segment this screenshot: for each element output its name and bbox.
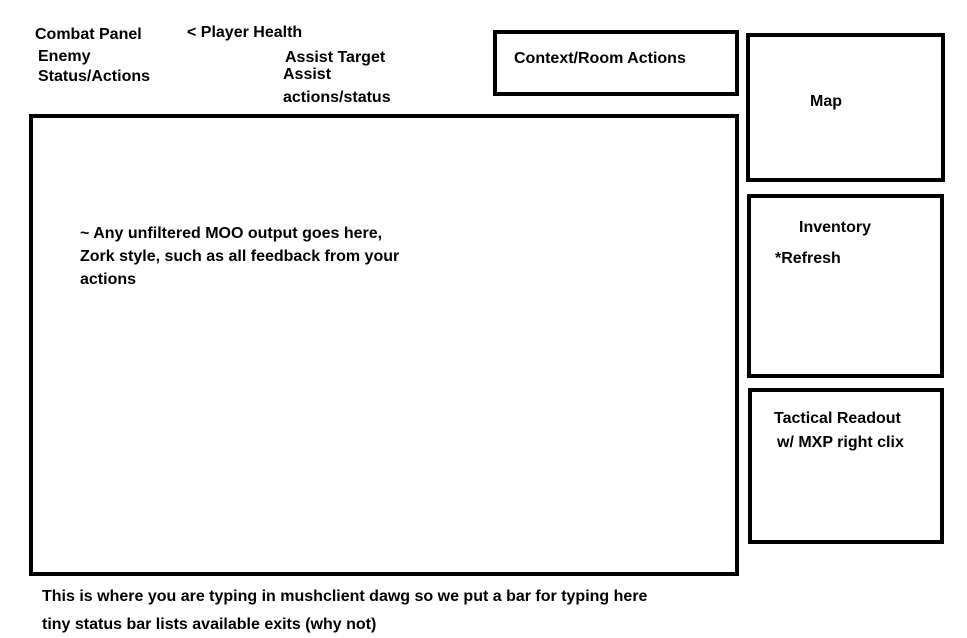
- inventory-panel[interactable]: Inventory *Refresh: [747, 194, 944, 378]
- input-bar-note: This is where you are typing in mushclie…: [42, 588, 648, 605]
- map-panel[interactable]: Map: [746, 33, 945, 182]
- combat-panel-title: Combat Panel: [35, 26, 142, 43]
- tactical-readout-label: Tactical Readout: [774, 410, 901, 427]
- player-health-label: < Player Health: [187, 24, 303, 41]
- tactical-readout-mxp-label: w/ MXP right clix: [777, 434, 904, 451]
- output-description-line2: Zork style, such as all feedback from yo…: [80, 248, 400, 265]
- inventory-refresh-button[interactable]: *Refresh: [775, 250, 841, 267]
- assist-target-label: Assist Target: [285, 49, 386, 66]
- enemy-label: Enemy: [38, 48, 91, 65]
- status-bar-note: tiny status bar lists available exits (w…: [42, 616, 377, 633]
- tactical-readout-panel[interactable]: Tactical Readout w/ MXP right clix: [748, 388, 944, 544]
- assist-label: Assist: [283, 66, 332, 83]
- enemy-status-actions-label: Status/Actions: [38, 68, 151, 85]
- map-label: Map: [810, 93, 842, 110]
- assist-actions-status-label: actions/status: [283, 89, 391, 106]
- context-room-actions-panel[interactable]: Context/Room Actions: [493, 30, 739, 96]
- inventory-label: Inventory: [799, 219, 872, 236]
- context-room-actions-label: Context/Room Actions: [514, 50, 686, 67]
- output-description-line1: ~ Any unfiltered MOO output goes here,: [80, 225, 383, 242]
- output-description-line3: actions: [80, 271, 137, 288]
- output-panel[interactable]: ~ Any unfiltered MOO output goes here, Z…: [29, 114, 739, 576]
